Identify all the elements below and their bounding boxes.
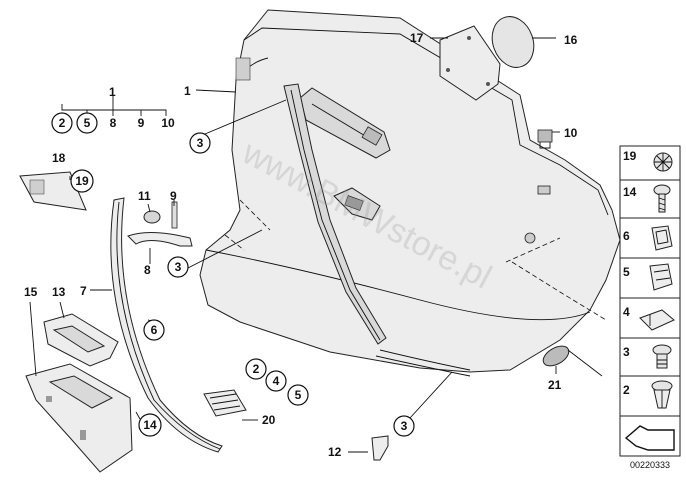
speaker-cover-plate [439, 25, 501, 101]
callout-8-handle: 8 [144, 263, 151, 277]
cap-part [143, 210, 161, 224]
speaker-disc [491, 16, 535, 68]
callout-3-mid: 3 [175, 260, 182, 274]
callout-6-circle [143, 319, 165, 341]
callout-1-top: 1 [109, 85, 116, 99]
leader-lines [29, 37, 560, 453]
curved-trim-strip [110, 197, 223, 453]
legend-num-5: 5 [623, 265, 630, 279]
callout-3-upper-circle [189, 132, 211, 154]
callout-3-upper: 3 [197, 136, 204, 150]
callout-8: 8 [110, 116, 117, 130]
callout-10-clip: 10 [564, 126, 578, 140]
callout-2: 2 [59, 116, 66, 130]
callout-21: 21 [548, 378, 562, 392]
callout-4-low: 4 [273, 374, 280, 388]
legend-num-2: 2 [623, 383, 630, 397]
rosette-clip-icon [653, 152, 673, 172]
callout-14-circle [138, 413, 162, 437]
door-trim-panel [199, 9, 621, 377]
storage-bin [25, 363, 133, 473]
legend-num-14: 14 [623, 185, 637, 199]
callout-20: 20 [262, 413, 276, 427]
spring-clip-icon [649, 263, 673, 291]
legend-num-6: 6 [623, 229, 630, 243]
callout-3-low-circle [393, 415, 415, 437]
callout-5-circle [76, 112, 98, 134]
pin-part [171, 201, 178, 229]
callout-5-low: 5 [295, 388, 302, 402]
speaker-grille-upper [235, 57, 251, 81]
legend-num-19: 19 [623, 149, 637, 163]
callout-5: 5 [84, 116, 91, 130]
button-clip-icon [652, 344, 672, 369]
plug-part [371, 435, 389, 461]
callout-3-low: 3 [401, 419, 408, 433]
callout-10: 10 [161, 116, 175, 130]
legend-cell-3 [619, 337, 681, 377]
expansion-rivet-icon [651, 380, 673, 409]
callout-4-low-circle [265, 370, 287, 392]
legend-num-4: 4 [623, 305, 630, 319]
exploded-view-arrow-icon [624, 425, 675, 451]
small-tray [43, 313, 119, 367]
callout-2-circle [51, 112, 73, 134]
diagram-code: 00220333 [630, 460, 670, 470]
callout-11: 11 [138, 189, 151, 203]
callout-9-pin: 9 [170, 189, 177, 203]
callout-18: 18 [52, 151, 66, 165]
callout-2-low-circle [245, 358, 267, 380]
inner-handle [127, 232, 193, 247]
callout-15: 15 [24, 285, 38, 299]
fastener-legend: 19 14 6 5 4 [619, 145, 681, 470]
callout-1-door: 1 [184, 84, 191, 98]
callout-6: 6 [151, 323, 158, 337]
callout-2-low: 2 [253, 362, 260, 376]
screw-icon [653, 184, 671, 213]
bracket-clip-icon [651, 225, 673, 251]
retainer-clip [537, 129, 553, 149]
callout-19-circle [70, 169, 94, 193]
callout-7: 7 [80, 284, 87, 298]
callout-19: 19 [75, 174, 89, 188]
tweeter-cover [19, 171, 87, 211]
flat-clip-icon [639, 309, 675, 331]
callout-labels: 1 2 5 8 9 10 1 3 17 16 10 18 19 11 9 8 7… [24, 31, 578, 459]
door-switch [542, 345, 603, 377]
callout-12: 12 [328, 445, 342, 459]
legend-num-3: 3 [623, 345, 630, 359]
callout-17: 17 [410, 31, 424, 45]
callout-5-low-circle [287, 384, 309, 406]
callout-16: 16 [564, 33, 578, 47]
reflector-light [203, 389, 247, 417]
callout-3-mid-circle [167, 256, 189, 278]
callout-9: 9 [138, 116, 145, 130]
callout-13: 13 [52, 285, 66, 299]
callout-14: 14 [143, 418, 157, 432]
